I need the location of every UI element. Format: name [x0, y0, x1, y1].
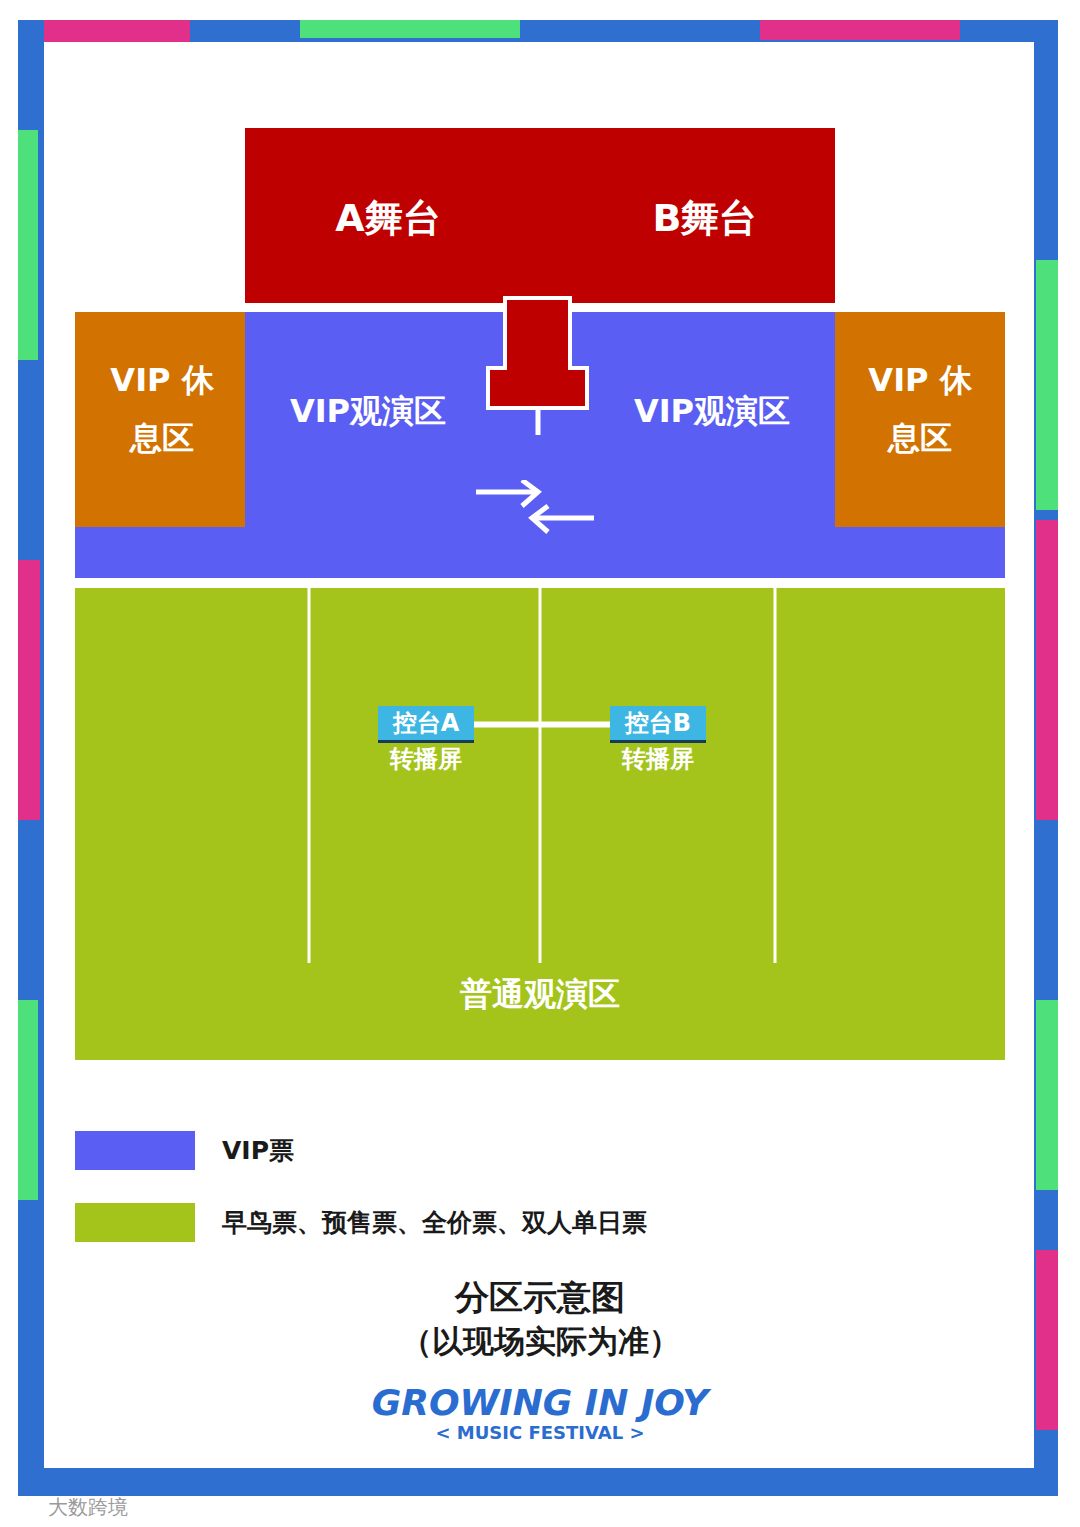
screen-label: 转播屏 — [378, 743, 474, 775]
zone-label: VIP 休息区 — [102, 352, 222, 467]
legend-swatch — [75, 1203, 195, 1242]
legend-swatch — [75, 1131, 195, 1170]
general-zone: 普通观演区控台A转播屏控台B转播屏 — [75, 588, 1005, 1060]
zone-label: VIP观演区 — [634, 390, 790, 434]
brand-title: GROWING IN JOY — [372, 1382, 709, 1423]
zone-label: A舞台 — [335, 193, 440, 244]
console-box: 控台A转播屏 — [378, 706, 474, 775]
vip-lounge: VIP 休息区 — [835, 312, 1005, 527]
zone-label: VIP 休息区 — [860, 352, 980, 467]
console-label: 控台A — [378, 706, 474, 743]
legend-text: VIP票 — [222, 1134, 294, 1168]
zone-label: 普通观演区 — [460, 973, 620, 1017]
link-line — [474, 724, 610, 725]
watermark: 大数跨境 — [48, 1494, 128, 1521]
caption: 分区示意图 — [455, 1275, 625, 1321]
note: （以现场实际为准） — [401, 1321, 680, 1363]
zone-label: B舞台 — [653, 193, 758, 244]
runway — [470, 298, 610, 438]
stage-area: A舞台 B舞台 — [245, 128, 835, 303]
screen-label: 转播屏 — [610, 743, 706, 775]
zone-label: VIP观演区 — [290, 390, 446, 434]
brand-subtitle: < MUSIC FESTIVAL > — [435, 1422, 644, 1443]
entry-arrows — [470, 480, 600, 540]
vip-lounge: VIP 休息区 — [75, 312, 245, 527]
console-label: 控台B — [610, 706, 706, 743]
legend-text: 早鸟票、预售票、全价票、双人单日票 — [222, 1206, 647, 1240]
console-box: 控台B转播屏 — [610, 706, 706, 775]
